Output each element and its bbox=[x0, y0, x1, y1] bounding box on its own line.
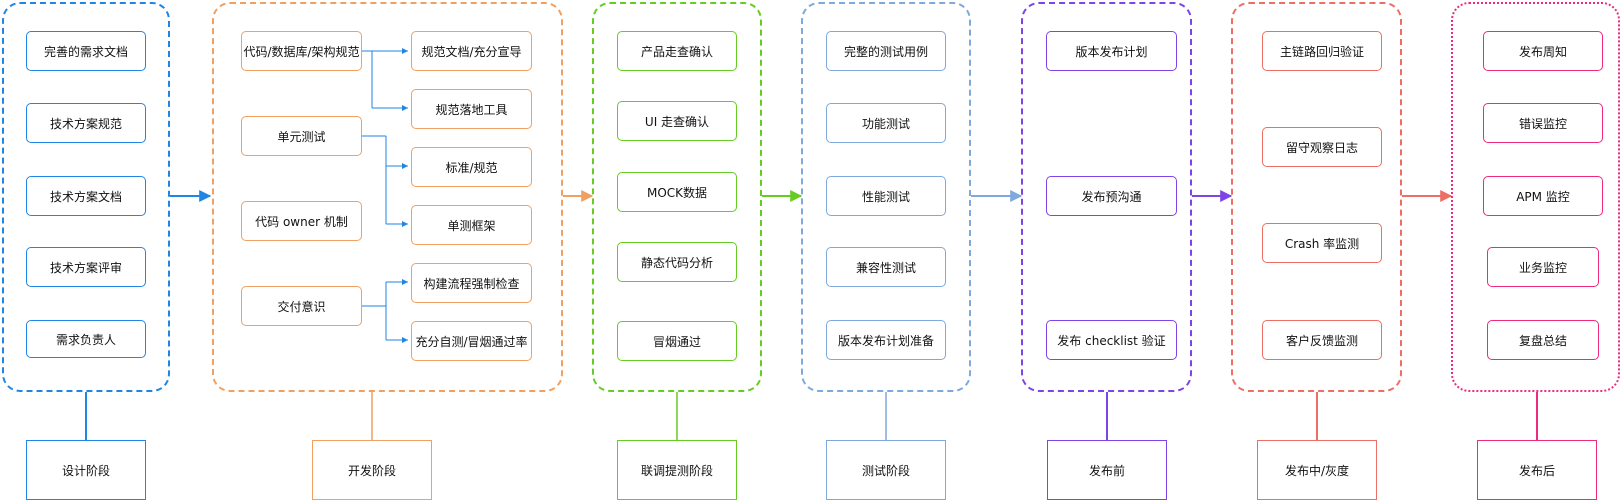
testing-item: 性能测试 bbox=[826, 176, 946, 216]
integration-item: 静态代码分析 bbox=[617, 242, 737, 282]
integration-item: MOCK数据 bbox=[617, 172, 737, 212]
integration-item: 产品走查确认 bbox=[617, 31, 737, 71]
dev-item: 单元测试 bbox=[241, 116, 362, 156]
stage-label-postrelease: 发布后 bbox=[1477, 440, 1597, 500]
stage-label-integration: 联调提测阶段 bbox=[617, 440, 737, 500]
arrowhead-unit-framework bbox=[402, 221, 408, 227]
integration-item: UI 走查确认 bbox=[617, 101, 737, 141]
design-item: 需求负责人 bbox=[26, 320, 146, 358]
dev-stage-frame bbox=[212, 2, 563, 392]
design-item: 完善的需求文档 bbox=[26, 31, 146, 71]
design-item: 技术方案文档 bbox=[26, 176, 146, 216]
testing-stage-frame bbox=[801, 2, 971, 392]
arrowhead-spec-tool bbox=[402, 105, 408, 111]
prerelease-item: 发布预沟通 bbox=[1046, 176, 1177, 216]
gray-stage-frame bbox=[1231, 2, 1402, 392]
postrelease-item: APM 监控 bbox=[1483, 176, 1603, 216]
stage-label-testing: 测试阶段 bbox=[826, 440, 946, 500]
stage-label-dev: 开发阶段 bbox=[312, 440, 432, 500]
prerelease-stage-frame bbox=[1021, 2, 1192, 392]
stage-label-design: 设计阶段 bbox=[26, 440, 146, 500]
testing-item: 完整的测试用例 bbox=[826, 31, 946, 71]
arrowhead-standard bbox=[402, 163, 408, 169]
design-item: 技术方案规范 bbox=[26, 103, 146, 143]
integration-stage-frame bbox=[592, 2, 762, 392]
design-item: 技术方案评审 bbox=[26, 247, 146, 287]
connector-delivery-to-children bbox=[362, 281, 408, 341]
dev-item: 代码/数据库/架构规范 bbox=[241, 31, 362, 71]
arrowhead-spec-doc bbox=[402, 48, 408, 54]
gray-item: 留守观察日志 bbox=[1262, 127, 1382, 167]
design-stage-frame bbox=[2, 2, 170, 392]
arrowhead-smoke-rate bbox=[402, 337, 408, 343]
testing-item: 功能测试 bbox=[826, 103, 946, 143]
prerelease-item: 版本发布计划 bbox=[1046, 31, 1177, 71]
dev-subitem: 规范落地工具 bbox=[411, 89, 532, 129]
gray-item: 客户反馈监测 bbox=[1262, 320, 1382, 360]
testing-item: 兼容性测试 bbox=[826, 247, 946, 287]
gray-item: Crash 率监测 bbox=[1262, 223, 1382, 263]
postrelease-stage-frame bbox=[1451, 2, 1620, 392]
dev-subitem: 构建流程强制检查 bbox=[411, 263, 532, 303]
connector-spec-to-children bbox=[362, 50, 408, 109]
postrelease-item: 发布周知 bbox=[1483, 31, 1603, 71]
stage-label-gray: 发布中/灰度 bbox=[1257, 440, 1377, 500]
dev-item: 交付意识 bbox=[241, 286, 362, 326]
dev-subitem: 充分自测/冒烟通过率 bbox=[411, 321, 532, 361]
arrowhead-build-check bbox=[402, 279, 408, 285]
dev-subitem: 单测框架 bbox=[411, 205, 532, 245]
postrelease-item: 错误监控 bbox=[1483, 103, 1603, 143]
testing-item: 版本发布计划准备 bbox=[826, 320, 946, 360]
gray-item: 主链路回归验证 bbox=[1262, 31, 1382, 71]
postrelease-item: 复盘总结 bbox=[1487, 320, 1599, 360]
dev-subitem: 规范文档/充分宣导 bbox=[411, 31, 532, 71]
postrelease-item: 业务监控 bbox=[1487, 247, 1599, 287]
dev-item: 代码 owner 机制 bbox=[241, 201, 362, 241]
prerelease-item: 发布 checklist 验证 bbox=[1046, 320, 1177, 360]
stage-label-prerelease: 发布前 bbox=[1047, 440, 1167, 500]
integration-item: 冒烟通过 bbox=[617, 321, 737, 361]
connector-unittest-to-children bbox=[362, 135, 408, 225]
dev-subitem: 标准/规范 bbox=[411, 147, 532, 187]
